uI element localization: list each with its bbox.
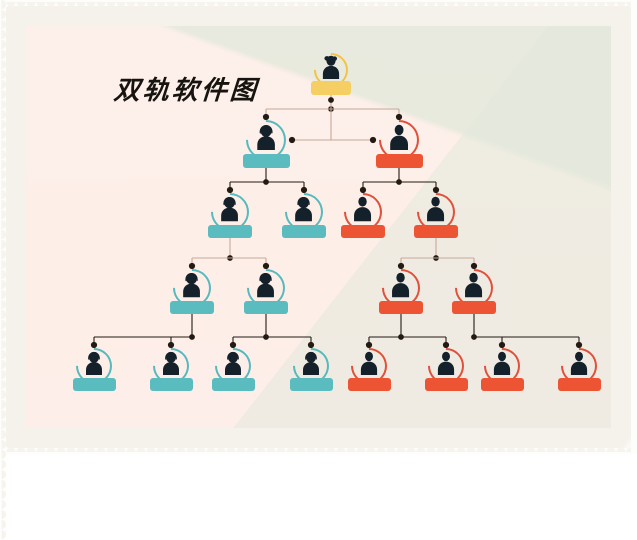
org-node-n6[interactable] [396, 189, 476, 256]
org-node-n2[interactable] [359, 116, 439, 186]
node-label-bar[interactable] [341, 225, 385, 238]
node-label-bar[interactable] [73, 378, 116, 391]
node-label-bar[interactable] [348, 378, 391, 391]
node-label-bar[interactable] [212, 378, 255, 391]
org-node-n9[interactable] [361, 265, 441, 332]
person-male-icon [351, 196, 374, 221]
node-label-bar[interactable] [376, 154, 423, 168]
node-label-bar[interactable] [243, 154, 290, 168]
node-label-bar[interactable] [558, 378, 601, 391]
frame-scallop-bottom [6, 442, 631, 452]
org-node-n5[interactable] [323, 189, 403, 256]
org-node-n17[interactable] [462, 344, 542, 409]
diagram-canvas: 双轨软件图 [26, 26, 611, 428]
person-male-icon [387, 124, 411, 150]
person-female-icon [83, 351, 105, 375]
org-node-n0[interactable] [291, 49, 371, 113]
org-node-n13[interactable] [193, 344, 273, 409]
person-male-icon [435, 351, 457, 375]
node-label-bar[interactable] [311, 81, 351, 95]
org-node-n10[interactable] [434, 265, 514, 332]
person-female-icon [218, 196, 241, 221]
person-female-icon [160, 351, 182, 375]
frame-scallop-left [2, 0, 12, 540]
screenshot-stage: 双轨软件图 [0, 0, 637, 454]
org-node-n15[interactable] [329, 344, 409, 409]
node-label-bar[interactable] [452, 301, 496, 314]
node-label-bar[interactable] [150, 378, 193, 391]
person-icon [320, 55, 342, 79]
org-node-n7[interactable] [152, 265, 232, 332]
node-label-bar[interactable] [282, 225, 326, 238]
person-male-icon [491, 351, 513, 375]
org-node-n8[interactable] [226, 265, 306, 332]
frame-scallop-top [6, 2, 631, 12]
node-label-bar[interactable] [244, 301, 288, 314]
node-label-bar[interactable] [208, 225, 252, 238]
node-label-bar[interactable] [481, 378, 524, 391]
org-node-n18[interactable] [539, 344, 611, 409]
person-male-icon [389, 272, 412, 297]
org-node-n3[interactable] [190, 189, 270, 256]
person-female-icon [180, 272, 203, 297]
person-male-icon [462, 272, 485, 297]
person-male-icon [424, 196, 447, 221]
person-female-icon [222, 351, 244, 375]
person-male-icon [568, 351, 590, 375]
org-node-n11[interactable] [54, 344, 134, 409]
person-female-icon [254, 124, 278, 150]
node-label-bar[interactable] [170, 301, 214, 314]
org-node-n1[interactable] [226, 116, 306, 186]
node-label-bar[interactable] [379, 301, 423, 314]
chart-title: 双轨软件图 [113, 70, 261, 107]
person-female-icon [300, 351, 322, 375]
person-female-icon [292, 196, 315, 221]
person-female-icon [254, 272, 277, 297]
node-label-bar[interactable] [290, 378, 333, 391]
node-label-bar[interactable] [414, 225, 458, 238]
person-male-icon [358, 351, 380, 375]
frame-scallop-right [632, 0, 637, 540]
